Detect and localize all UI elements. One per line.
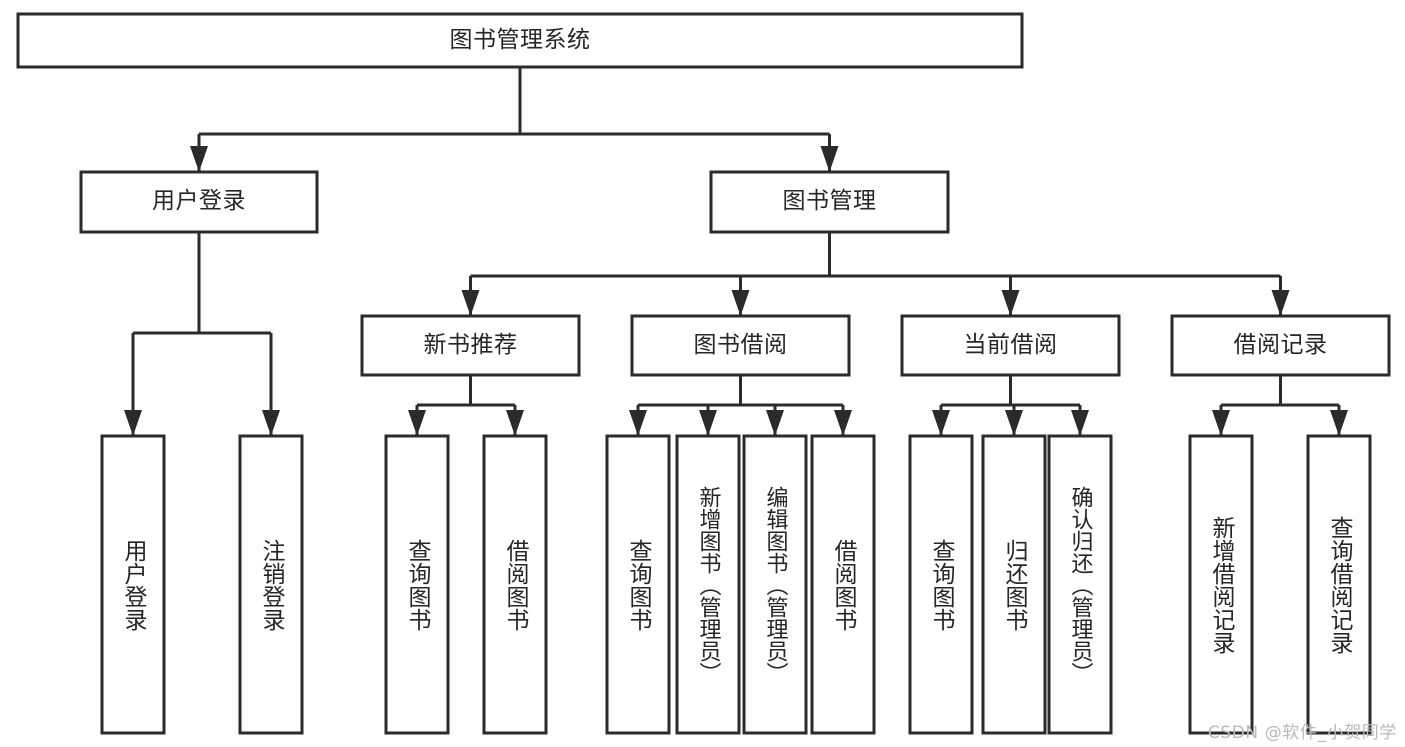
arrow-head-icon [1212, 410, 1230, 436]
arrow-head-icon [731, 290, 750, 316]
arrow-head-icon [629, 410, 647, 436]
arrow-head-icon [1001, 290, 1020, 316]
leaf-node-box[interactable] [742, 434, 808, 735]
leaf-node-box[interactable] [238, 434, 304, 735]
level3-node-box[interactable] [360, 314, 581, 377]
leaf-node-box[interactable] [605, 434, 671, 735]
arrow-head-icon [834, 410, 852, 436]
level3-node-box[interactable] [630, 314, 851, 377]
leaf-node-box[interactable] [675, 434, 741, 735]
arrow-head-icon [461, 290, 480, 316]
leaf-node-box[interactable] [1188, 434, 1254, 735]
arrow-head-icon [506, 410, 524, 436]
leaf-node-box[interactable] [384, 434, 450, 735]
arrow-head-icon [262, 410, 280, 436]
leaf-node-box[interactable] [908, 434, 974, 735]
arrow-head-icon [820, 146, 839, 172]
arrow-head-icon [699, 410, 717, 436]
watermark-text: CSDN @软件_小贺同学 [1207, 723, 1397, 743]
level2-node-box[interactable] [709, 170, 950, 234]
level2-node-box[interactable] [79, 170, 319, 234]
leaf-node-box[interactable] [100, 434, 166, 735]
arrow-head-icon [1071, 410, 1089, 436]
leaf-node-box[interactable] [482, 434, 548, 735]
node-box-layer [16, 12, 1391, 735]
arrow-head-icon [124, 410, 142, 436]
level3-node-box[interactable] [900, 314, 1121, 377]
arrow-head-icon [1005, 410, 1023, 436]
arrow-head-icon [1271, 290, 1290, 316]
leaf-node-box[interactable] [1306, 434, 1372, 735]
connector-layer [124, 67, 1348, 436]
arrow-head-icon [1330, 410, 1348, 436]
arrow-head-icon [408, 410, 426, 436]
leaf-node-box[interactable] [1047, 434, 1113, 735]
arrow-head-icon [766, 410, 784, 436]
arrow-head-icon [932, 410, 950, 436]
root-node-box[interactable] [16, 12, 1024, 69]
level3-node-box[interactable] [1170, 314, 1391, 377]
leaf-node-box[interactable] [810, 434, 876, 735]
leaf-node-box[interactable] [981, 434, 1047, 735]
arrow-head-icon [190, 146, 208, 172]
